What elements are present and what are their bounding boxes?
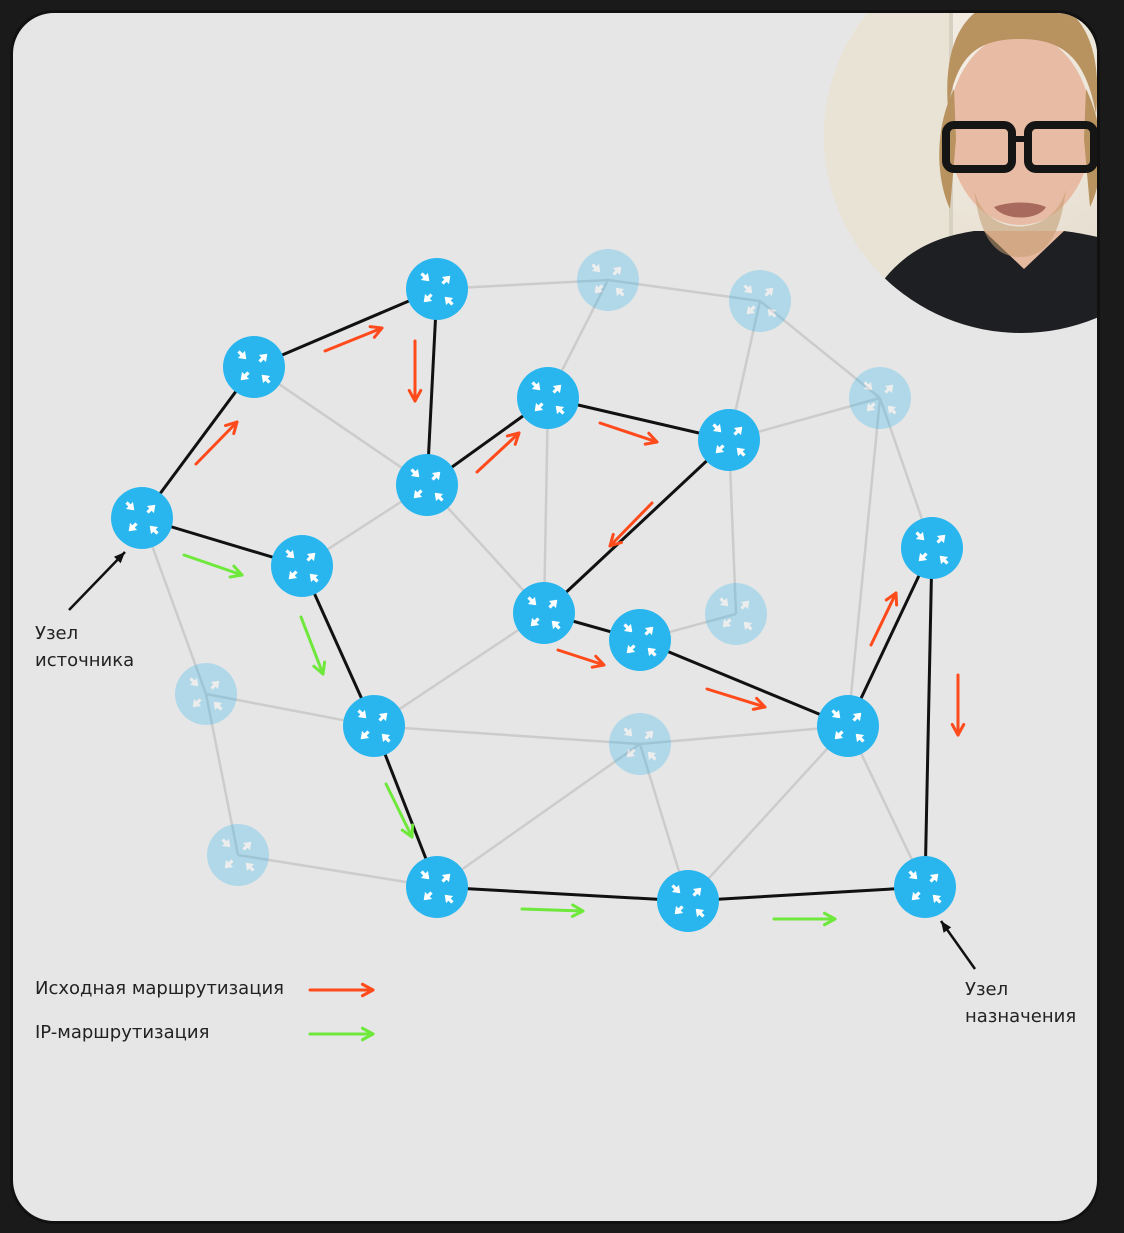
router-node: [223, 336, 285, 398]
source-router-node: [111, 487, 173, 549]
router-node: [343, 695, 405, 757]
router-node: [513, 582, 575, 644]
router-icon: [863, 381, 897, 415]
destination-router-node: [894, 856, 956, 918]
network-link: [140, 517, 208, 695]
router-icon: [831, 709, 865, 743]
inactive-router-node: [175, 663, 237, 725]
legend-label-ip-routing: IP-маршрутизация: [35, 1022, 210, 1043]
ip-route-arrow: [182, 553, 244, 579]
router-icon: [420, 870, 454, 904]
inactive-router-node: [705, 583, 767, 645]
ip-route-arrow: [520, 903, 585, 918]
source-node-label: Узел источника: [35, 623, 135, 671]
destination-pointer-arrow: [939, 920, 977, 970]
presenter-webcam: [824, 13, 1097, 333]
router-node: [817, 695, 879, 757]
router-icon: [527, 596, 561, 630]
network-link: [759, 300, 881, 399]
path-link: [436, 885, 689, 903]
router-node: [406, 258, 468, 320]
network-link: [373, 724, 641, 746]
inactive-router-node: [609, 713, 671, 775]
legend-arrow-source-routing: [308, 982, 375, 998]
network-link: [846, 397, 882, 727]
router-node: [517, 367, 579, 429]
source-pointer-arrow: [68, 551, 126, 611]
source-route-arrow: [323, 325, 384, 353]
router-node: [609, 609, 671, 671]
network-link: [373, 611, 545, 728]
ip-route-arrow: [384, 782, 415, 839]
router-icon: [189, 677, 223, 711]
source-route-arrow: [475, 431, 521, 474]
network-link: [204, 693, 240, 856]
router-icon: [623, 623, 657, 657]
network-link: [542, 397, 550, 614]
source-route-arrow: [194, 420, 239, 466]
inactive-router-node: [729, 270, 791, 332]
network-diagram: [68, 249, 977, 1042]
network-link: [607, 278, 761, 303]
path-link: [846, 547, 934, 727]
source-route-arrow: [598, 421, 659, 446]
slide-panel: Узел источника Узел назначения Исходная …: [10, 10, 1100, 1224]
router-icon: [591, 263, 625, 297]
source-route-arrow: [556, 648, 606, 669]
router-nodes: [111, 249, 963, 932]
source-route-arrow: [950, 673, 966, 737]
path-link: [923, 547, 934, 888]
path-link: [425, 288, 439, 486]
router-icon: [719, 597, 753, 631]
router-icon: [221, 838, 255, 872]
path-link: [639, 638, 849, 728]
network-link: [237, 853, 438, 889]
router-node: [271, 535, 333, 597]
source-route-arrow: [608, 501, 654, 548]
network-link: [639, 724, 849, 746]
router-icon: [671, 884, 705, 918]
router-icon: [908, 870, 942, 904]
route-arrows: [182, 325, 966, 1042]
path-link: [542, 438, 731, 615]
source-route-arrow: [869, 591, 899, 647]
router-node: [406, 856, 468, 918]
router-node: [698, 409, 760, 471]
router-icon: [743, 284, 777, 318]
router-icon: [915, 531, 949, 565]
path-link: [140, 366, 256, 519]
router-node: [901, 517, 963, 579]
legend-label-source-routing: Исходная маршрутизация: [35, 978, 284, 999]
router-icon: [712, 423, 746, 457]
router-icon: [237, 350, 271, 384]
inactive-router-node: [207, 824, 269, 886]
source-route-arrow: [407, 339, 423, 403]
legend-arrow-ip-routing: [308, 1026, 375, 1042]
ip-route-arrow: [772, 911, 837, 927]
router-icon: [357, 709, 391, 743]
router-icon: [125, 501, 159, 535]
network-link: [436, 742, 641, 889]
destination-node-label: Узел назначения: [965, 979, 1077, 1027]
ip-route-arrow: [299, 615, 327, 676]
label-pointers: [68, 551, 977, 970]
router-icon: [623, 727, 657, 761]
inactive-router-node: [849, 367, 911, 429]
network-link: [687, 725, 849, 902]
path-link: [253, 287, 438, 369]
router-icon: [285, 549, 319, 583]
router-icon: [410, 468, 444, 502]
router-icon: [420, 272, 454, 306]
inactive-router-node: [577, 249, 639, 311]
router-node: [396, 454, 458, 516]
network-link: [253, 365, 428, 487]
router-icon: [531, 381, 565, 415]
path-link: [687, 885, 926, 903]
router-node: [657, 870, 719, 932]
source-route-arrow: [705, 687, 767, 711]
